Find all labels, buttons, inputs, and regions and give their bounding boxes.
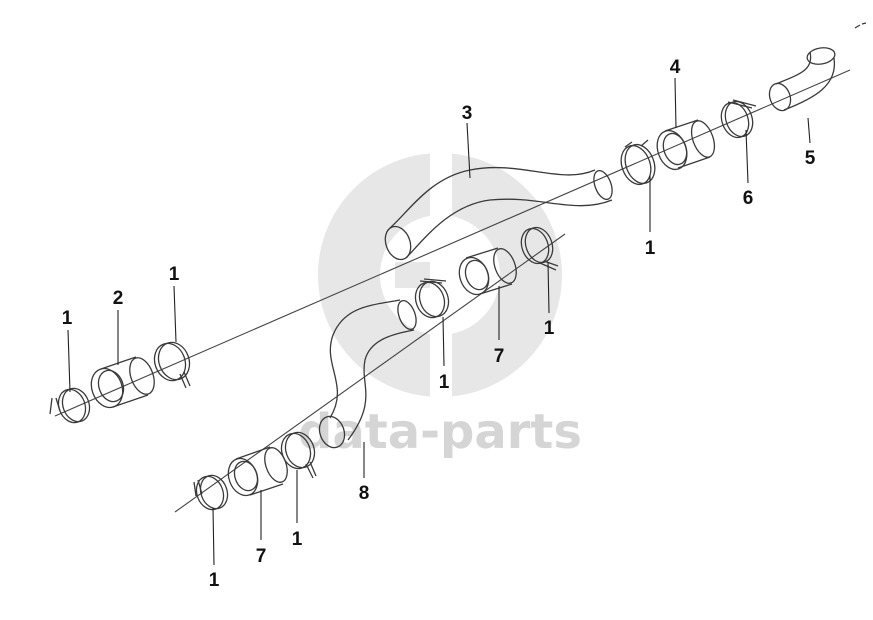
callout-clamp-lower-end: 1 <box>209 570 220 591</box>
clamp-part-1-middle-right <box>520 226 559 271</box>
callout-coupler-2: 2 <box>113 288 124 309</box>
callout-clamp-upper-left: 1 <box>169 264 180 285</box>
corner-mark <box>854 22 867 29</box>
callout-coupler-7-middle: 7 <box>494 346 505 367</box>
coupler-part-7-middle <box>458 247 517 296</box>
callout-clamp-left-end: 1 <box>62 308 73 329</box>
coupler-part-7-lower <box>227 446 288 497</box>
callout-hose-8: 8 <box>359 483 370 504</box>
watermark-text: data-parts <box>298 404 582 460</box>
elbow-part-5 <box>768 47 836 112</box>
leader-lines <box>67 77 811 566</box>
clamp-part-1-right <box>620 139 656 186</box>
callout-clamp-6: 6 <box>743 188 754 209</box>
clamp-part-1-middle <box>414 278 450 319</box>
hose-part-8 <box>318 299 417 449</box>
callout-clamp-right: 1 <box>645 238 656 259</box>
callout-elbow-5: 5 <box>805 148 816 169</box>
callout-coupler-7-lower: 7 <box>256 546 267 567</box>
coupler-part-2 <box>90 356 155 409</box>
assembly-axis-lower <box>174 233 566 513</box>
assembly-axis-upper <box>54 69 851 417</box>
clamp-part-6 <box>720 99 757 139</box>
callout-coupler-4: 4 <box>670 57 681 78</box>
callout-clamp-lower-mid: 1 <box>292 529 303 550</box>
callout-clamp-middle-right: 1 <box>544 318 555 339</box>
callout-clamp-middle: 1 <box>439 372 450 393</box>
clamp-part-1-left-end <box>49 387 91 424</box>
watermark-logo <box>318 150 562 400</box>
clamp-part-1-lower-mid <box>280 431 317 479</box>
callout-hose-3: 3 <box>462 103 473 124</box>
coupler-part-4 <box>656 119 716 171</box>
clamp-part-1-lower-end <box>193 474 229 511</box>
clamp-part-1-upper-left <box>153 341 191 389</box>
